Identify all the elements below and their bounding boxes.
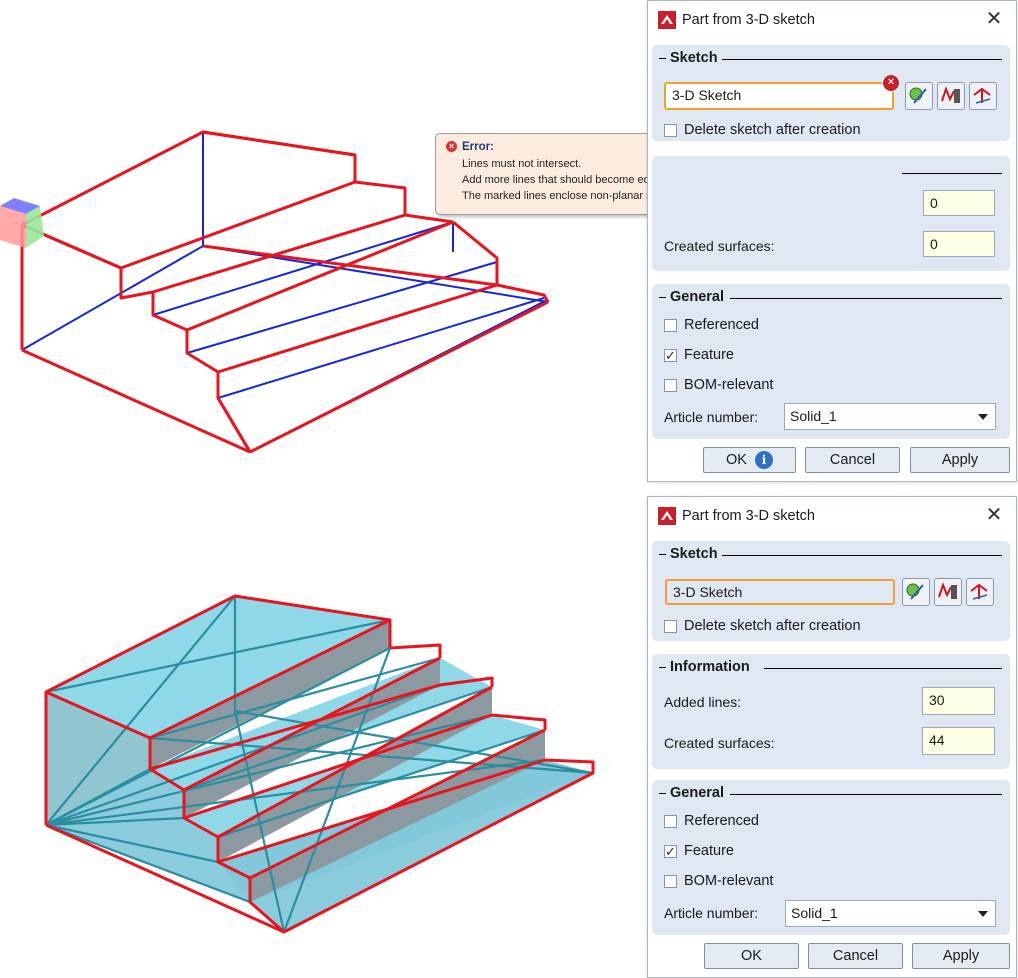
information-group: 0 Created surfaces: 0	[652, 156, 1010, 271]
general-group: General Referenced ✓ Feature BOM-relevan…	[652, 284, 1010, 439]
hidden-edge	[21, 244, 549, 351]
sketch-input[interactable]: 3-D Sketch	[665, 579, 895, 605]
sketch-group: Sketch 3-D Sketch Delete sketch after cr…	[652, 541, 1010, 641]
dialog-title: Part from 3-D sketch	[682, 12, 815, 28]
article-number-value: Solid_1	[791, 905, 838, 921]
bom-relevant-label: BOM-relevant	[684, 377, 774, 393]
referenced-checkbox-row[interactable]: Referenced	[664, 315, 759, 335]
error-icon: ×	[446, 141, 457, 152]
viewport-shaded[interactable]	[0, 490, 640, 978]
created-surfaces-field: 44	[922, 727, 995, 755]
added-lines-field: 0	[923, 190, 995, 216]
added-lines-field: 30	[922, 687, 995, 715]
delete-sketch-label: Delete sketch after creation	[684, 618, 861, 634]
edit-sketch-icon[interactable]	[937, 82, 965, 110]
created-surfaces-label: Created surfaces:	[664, 735, 775, 751]
article-number-select[interactable]: Solid_1	[785, 900, 996, 927]
app-logo-icon	[658, 507, 676, 525]
view-cube-icon	[0, 198, 44, 248]
sketch-lines-icon[interactable]	[966, 578, 994, 606]
part-from-sketch-dialog-success: Part from 3-D sketch ✕ Sketch 3-D Sketch…	[647, 496, 1017, 978]
pick-sketch-icon[interactable]	[905, 82, 933, 110]
close-icon[interactable]: ✕	[985, 8, 1003, 30]
bom-relevant-checkbox[interactable]	[664, 874, 677, 888]
delete-sketch-label: Delete sketch after creation	[684, 122, 861, 138]
information-group: Information Added lines: 30 Created surf…	[652, 654, 1010, 769]
cancel-button[interactable]: Cancel	[805, 447, 900, 473]
article-number-select[interactable]: Solid_1	[784, 403, 996, 430]
referenced-checkbox-row[interactable]: Referenced	[664, 811, 759, 831]
pick-sketch-icon[interactable]	[902, 578, 930, 606]
group-heading: General	[659, 785, 724, 801]
dialog-titlebar[interactable]: Part from 3-D sketch ✕	[648, 497, 1016, 535]
chevron-down-icon	[978, 911, 988, 917]
dialog-title: Part from 3-D sketch	[682, 508, 815, 524]
bom-relevant-checkbox[interactable]	[664, 378, 677, 392]
apply-button[interactable]: Apply	[910, 447, 1010, 473]
delete-sketch-checkbox-row[interactable]: Delete sketch after creation	[664, 616, 861, 636]
article-number-label: Article number:	[664, 905, 759, 921]
app-logo-icon	[658, 11, 676, 29]
group-heading: Sketch	[659, 50, 718, 66]
delete-sketch-checkbox-row[interactable]: Delete sketch after creation	[664, 120, 861, 140]
created-surfaces-field: 0	[923, 231, 995, 257]
feature-checkbox[interactable]: ✓	[664, 843, 677, 859]
sketch-group: Sketch 3-D Sketch Delete sketch after cr…	[652, 45, 1010, 141]
feature-label: Feature	[684, 843, 734, 859]
error-message-line: Lines must not intersect.	[462, 158, 582, 170]
group-heading: Information	[659, 659, 750, 675]
referenced-label: Referenced	[684, 317, 759, 333]
apply-button[interactable]: Apply	[912, 943, 1010, 969]
feature-checkbox-row[interactable]: ✓ Feature	[664, 841, 734, 861]
article-number-value: Solid_1	[790, 408, 837, 424]
bom-relevant-checkbox-row[interactable]: BOM-relevant	[664, 375, 773, 395]
close-icon[interactable]: ✕	[985, 504, 1003, 526]
feature-checkbox-row[interactable]: ✓ Feature	[664, 345, 734, 365]
cancel-button[interactable]: Cancel	[808, 943, 903, 969]
error-badge-icon: ×	[882, 74, 900, 92]
group-heading: General	[659, 289, 724, 305]
article-number-label: Article number:	[664, 409, 759, 425]
bom-relevant-checkbox-row[interactable]: BOM-relevant	[664, 871, 773, 891]
sketch-lines-icon[interactable]	[969, 82, 997, 110]
referenced-checkbox[interactable]	[664, 318, 677, 332]
edit-sketch-icon[interactable]	[934, 578, 962, 606]
general-group: General Referenced ✓ Feature BOM-relevan…	[652, 780, 1010, 935]
feature-checkbox[interactable]: ✓	[664, 347, 677, 363]
referenced-checkbox[interactable]	[664, 814, 677, 828]
chevron-down-icon	[978, 414, 988, 420]
created-surfaces-label: Created surfaces:	[664, 238, 775, 254]
sketch-input[interactable]: 3-D Sketch	[664, 82, 894, 110]
delete-sketch-checkbox[interactable]	[664, 619, 677, 633]
dialog-titlebar[interactable]: Part from 3-D sketch ✕	[648, 1, 1016, 39]
stair-shaded-solid	[44, 594, 595, 934]
referenced-label: Referenced	[684, 813, 759, 829]
stair-wireframe-sketch	[0, 130, 550, 454]
error-message-line: The marked lines enclose non-planar surf…	[462, 190, 691, 202]
ok-button[interactable]: OK	[704, 943, 799, 969]
error-title: Error:	[462, 141, 494, 153]
added-lines-label: Added lines:	[664, 694, 742, 710]
delete-sketch-checkbox[interactable]	[664, 123, 677, 137]
group-heading: Sketch	[659, 546, 718, 562]
bom-relevant-label: BOM-relevant	[684, 873, 774, 889]
part-from-sketch-dialog-error: Part from 3-D sketch ✕ Sketch 3-D Sketch…	[647, 0, 1017, 482]
feature-label: Feature	[684, 347, 734, 363]
viewport-wireframe[interactable]	[0, 0, 640, 490]
info-icon: i	[754, 451, 773, 470]
